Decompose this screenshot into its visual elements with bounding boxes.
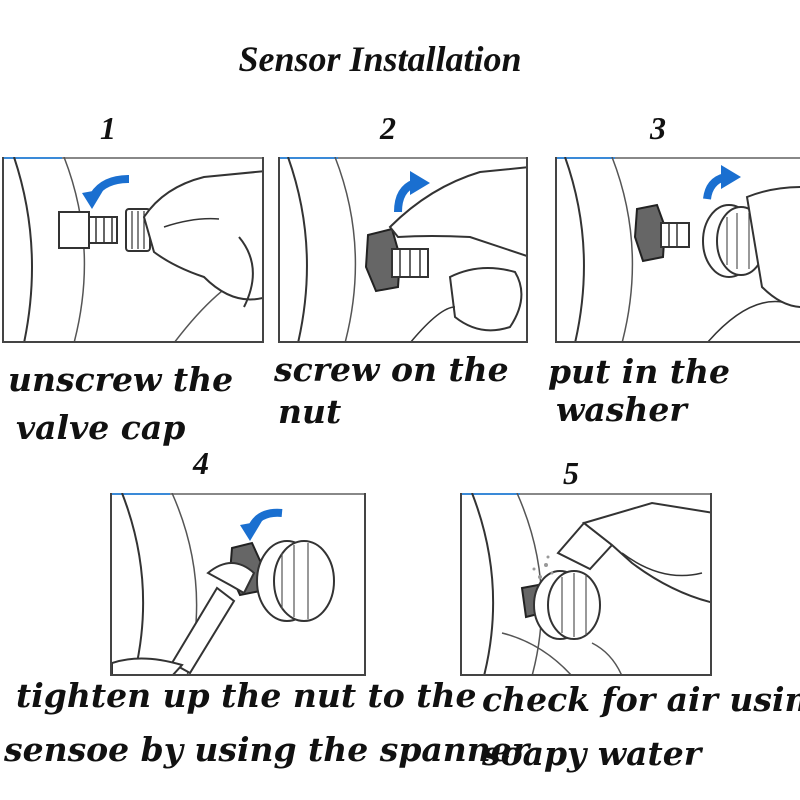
step-5-caption-line2: soapy water: [482, 734, 702, 773]
step-4-number: 4: [193, 445, 209, 481]
step-1-caption-line2: valve cap: [16, 408, 186, 447]
step-3-number: 3: [650, 110, 666, 146]
step-3-illustration: [555, 157, 800, 343]
step-2-caption-line1: screw on the: [274, 350, 509, 389]
step-5-illustration: [460, 493, 712, 676]
page-title: Sensor Installation: [238, 39, 522, 79]
step-3-caption-line2: washer: [556, 390, 687, 429]
step-4-illustration: [110, 493, 366, 676]
step-1-number: 1: [100, 110, 116, 146]
step-5-number: 5: [563, 455, 579, 491]
step-4-caption-line1: tighten up the nut to the: [16, 676, 477, 715]
step-2-number: 2: [380, 110, 396, 146]
step-4-caption-line2: sensoe by using the spanner: [4, 730, 530, 769]
step-2-illustration: [278, 157, 528, 343]
step-3-caption-line1: put in the: [548, 352, 731, 391]
step-5-caption-line1: check for air using: [482, 680, 800, 719]
step-2-caption-line2: nut: [278, 392, 342, 431]
step-1-caption-line1: unscrew the: [8, 360, 234, 399]
step-1-illustration: [2, 157, 264, 343]
